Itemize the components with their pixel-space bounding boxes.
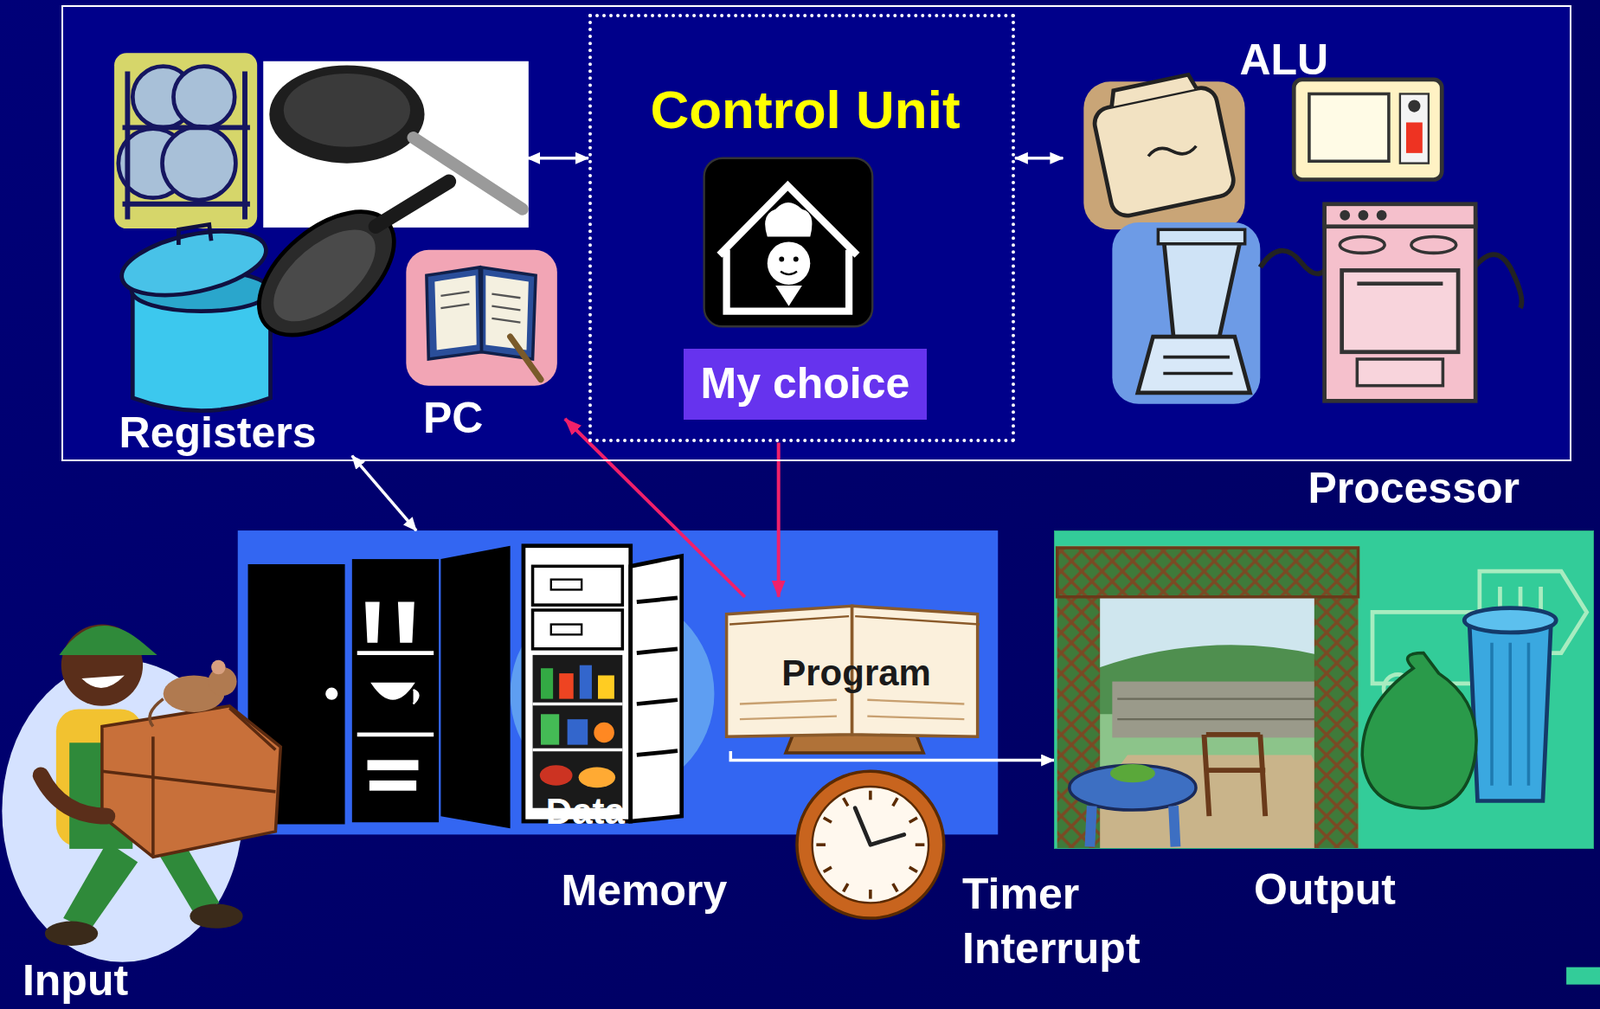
chef-icon bbox=[704, 158, 874, 328]
control-unit-box-text-slot: My choice bbox=[591, 348, 1019, 420]
cooking-pot bbox=[115, 219, 272, 411]
blender bbox=[1111, 222, 1260, 405]
memory-box-label: Memory bbox=[561, 866, 728, 917]
processor-fill bbox=[61, 5, 1572, 462]
pc-group-label: PC bbox=[423, 393, 483, 444]
control-unit-box-text-slot: Control Unit bbox=[591, 78, 1019, 141]
connector-arrow bbox=[352, 456, 417, 532]
program-book-label: Program bbox=[781, 652, 932, 694]
alu-group-label: ALU bbox=[1239, 35, 1329, 86]
processor-box-text-slot: Processor bbox=[1307, 463, 1583, 515]
note-text-slot: Input bbox=[22, 958, 166, 1003]
stove bbox=[1259, 204, 1522, 402]
garden-scene bbox=[1057, 546, 1359, 849]
note-label: Input bbox=[22, 958, 129, 1003]
processor-box: RegistersPCControl UnitMy choiceALUProce… bbox=[61, 5, 1572, 462]
memory-box: ProgramDataMemory bbox=[237, 530, 999, 835]
pc-group-text-slot: PC bbox=[423, 393, 547, 444]
note-label: Timer Interrupt bbox=[962, 867, 1208, 976]
registers-group-text-slot: Registers bbox=[119, 408, 395, 459]
control-unit-box-label: My choice bbox=[683, 348, 928, 420]
connector-arrow bbox=[565, 418, 746, 598]
connector-arrow bbox=[1015, 156, 1064, 161]
control-unit-box-label: Control Unit bbox=[649, 78, 960, 141]
control-unit-box: Control Unit My choice bbox=[588, 13, 1016, 443]
alu-group-text-slot: ALU bbox=[1239, 35, 1393, 86]
connector-arrow bbox=[730, 751, 1054, 761]
memory-box-text-slot: Memory bbox=[561, 866, 786, 917]
registers-group-label: Registers bbox=[119, 408, 317, 459]
trash bbox=[1362, 571, 1587, 809]
memory-box-text-slot: Data bbox=[546, 790, 659, 833]
delivery-man bbox=[1, 624, 281, 963]
program-book bbox=[726, 605, 980, 753]
pan-photo bbox=[263, 61, 529, 228]
program-book: Program bbox=[722, 597, 980, 752]
memory-box-label: Data bbox=[546, 790, 625, 833]
output-fill bbox=[1053, 530, 1594, 849]
output-box: Output bbox=[1053, 530, 1594, 849]
output-box-label: Output bbox=[1253, 865, 1396, 916]
note-text-slot: Timer Interrupt bbox=[962, 867, 1208, 976]
connector-arrow bbox=[777, 442, 781, 597]
cookbook-icon bbox=[405, 250, 558, 386]
pc-group: PC bbox=[410, 251, 566, 444]
connector-arrow bbox=[526, 156, 589, 161]
dish-rack bbox=[114, 52, 258, 229]
timer-clock bbox=[796, 771, 945, 919]
output-box-text-slot: Output bbox=[1253, 865, 1478, 916]
program-book-text-slot: Program bbox=[781, 652, 965, 694]
processor-box-label: Processor bbox=[1307, 463, 1520, 515]
corner-tab bbox=[1566, 967, 1600, 985]
microwave bbox=[1293, 79, 1442, 180]
alu-group: ALU bbox=[1062, 32, 1532, 410]
memory-illustration bbox=[248, 546, 715, 829]
toaster bbox=[1083, 70, 1245, 230]
